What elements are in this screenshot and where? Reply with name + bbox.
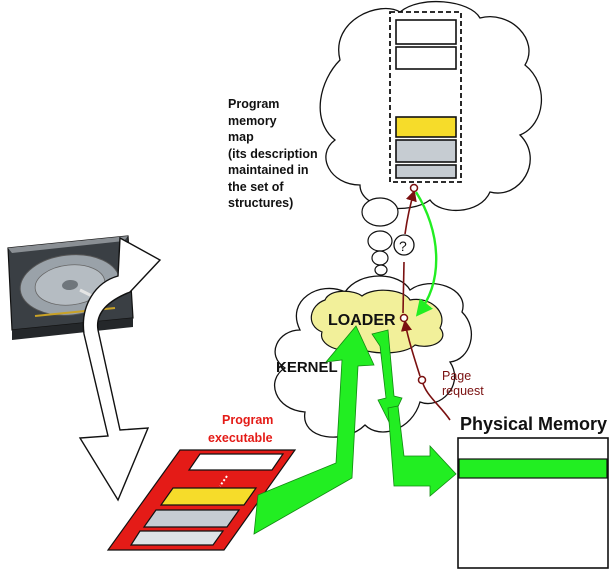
thought-bubble xyxy=(374,264,388,276)
memory-map-block-gray xyxy=(395,139,457,163)
question-mark: ? xyxy=(399,238,407,254)
executable-segment-gray xyxy=(142,509,241,528)
physical-memory-page xyxy=(458,458,608,479)
executable-segment-light xyxy=(129,530,225,546)
load-from-disk-arrow xyxy=(78,236,162,502)
memory-map-block-gray xyxy=(395,164,457,179)
memory-map-caption: Program memory map (its description main… xyxy=(228,97,318,210)
page-request-label: Page xyxy=(442,369,471,383)
page-request-label: request xyxy=(442,384,484,398)
executable-segment-yellow xyxy=(159,487,258,506)
thought-bubble xyxy=(367,230,393,252)
question-bubble xyxy=(393,234,415,256)
page-request-node xyxy=(417,375,427,385)
query-arrow xyxy=(404,189,417,235)
memory-map-block xyxy=(395,46,457,70)
loader-to-memory-arrow xyxy=(387,405,457,497)
memory-map-frame xyxy=(389,11,462,183)
kernel-label: KERNEL xyxy=(276,359,338,376)
thought-bubble xyxy=(361,197,399,227)
map-node xyxy=(409,183,419,193)
map-return-arrow xyxy=(414,191,438,317)
program-executable-label: Program xyxy=(222,413,273,427)
memory-map-block xyxy=(395,19,457,45)
query-arrow xyxy=(402,261,405,314)
thought-bubble xyxy=(371,250,389,266)
loader-node xyxy=(399,313,409,323)
loader-label: LOADER xyxy=(328,312,396,329)
page-request-arrow xyxy=(400,319,421,377)
program-executable-label: executable xyxy=(208,431,273,445)
physical-memory-block xyxy=(457,437,609,569)
loader-blob xyxy=(310,289,444,354)
physical-memory-label: Physical Memory xyxy=(460,414,607,434)
memory-map-cloud xyxy=(319,0,542,211)
executable-segment xyxy=(187,453,285,471)
memory-map-block-yellow xyxy=(395,116,457,138)
executable-to-loader-arrow xyxy=(253,325,375,535)
